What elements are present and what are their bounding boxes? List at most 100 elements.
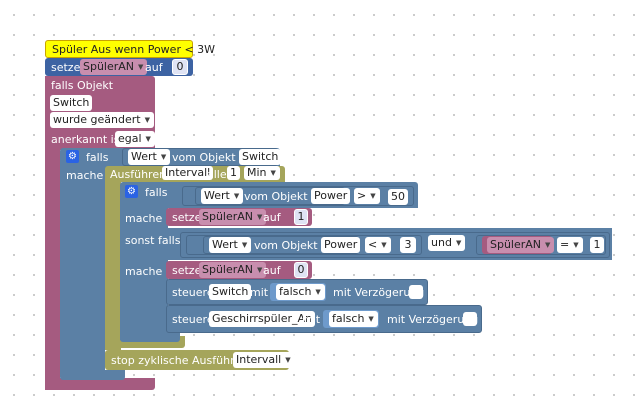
variable-dropdown[interactable]: SpülerAN▼ xyxy=(487,237,555,253)
falls-objekt-label: falls Objekt xyxy=(51,79,114,92)
trigger-block[interactable]: Spüler Aus wenn Power < 3W xyxy=(45,40,215,58)
variable-name: SpülerAN xyxy=(202,210,254,223)
value-field[interactable]: 0 xyxy=(294,262,308,278)
delay-label: mit Verzögerung xyxy=(387,313,479,326)
schedule-name[interactable]: Intervall xyxy=(162,166,214,180)
ack-label: anerkannt ist xyxy=(51,133,124,146)
object-id-field[interactable]: Power xyxy=(311,188,351,204)
on-change-body-spine xyxy=(45,150,60,390)
interval-unit-dropdown[interactable]: Min▼ xyxy=(244,166,280,180)
auf-label: auf xyxy=(263,211,281,224)
steuere-label: steuere xyxy=(172,286,214,299)
operator-dropdown[interactable]: >▼ xyxy=(354,188,380,204)
operator-dropdown[interactable]: =▼ xyxy=(557,237,583,253)
unit-value: Min xyxy=(247,166,267,179)
trigger-label: Spüler Aus wenn Power < 3W xyxy=(52,43,216,56)
variable-name: SpülerAN xyxy=(202,263,254,276)
setze-label: setze xyxy=(172,264,202,277)
on-change-footer xyxy=(45,378,155,390)
schedule-label: Ausführen xyxy=(110,168,167,181)
gear-icon[interactable]: ⚙ xyxy=(66,150,79,163)
logic-value: und xyxy=(431,236,452,249)
inner-if-mache-row xyxy=(120,208,168,228)
dropdown-arrow-icon: ▼ xyxy=(145,135,151,143)
outer-if-mache-row xyxy=(60,166,110,183)
inner-falls-label: falls xyxy=(145,186,168,199)
setze-label: setze xyxy=(51,61,81,74)
ack-value: egal xyxy=(118,132,142,145)
schedule-spine xyxy=(105,182,121,350)
dropdown-arrow-icon: ▼ xyxy=(315,288,321,296)
object-id-field[interactable]: Switch xyxy=(209,284,252,300)
checkbox-icon[interactable] xyxy=(409,285,423,299)
value-dropdown[interactable]: Wert▼ xyxy=(128,149,171,165)
boolean-dropdown[interactable]: falsch▼ xyxy=(276,284,325,300)
gear-icon[interactable]: ⚙ xyxy=(125,185,138,198)
operator-value: > xyxy=(357,189,367,202)
ack-dropdown[interactable]: egal▼ xyxy=(115,131,155,147)
dropdown-arrow-icon: ▼ xyxy=(160,153,167,161)
variable-name: SpülerAN xyxy=(83,60,135,73)
setze-label: setze xyxy=(172,211,202,224)
boolean-value: falsch xyxy=(279,285,312,298)
number-field[interactable]: 3 xyxy=(400,237,416,253)
operator-value: = xyxy=(560,238,570,251)
vom-objekt-label: vom Objekt ID xyxy=(254,239,333,252)
object-id-field[interactable]: Switch xyxy=(239,149,282,165)
number-field[interactable]: 1 xyxy=(590,237,604,253)
interval-count[interactable]: 1 xyxy=(227,166,240,180)
dropdown-arrow-icon: ▼ xyxy=(257,213,263,221)
dropdown-arrow-icon: ▼ xyxy=(381,241,387,249)
condition-value: wurde geändert xyxy=(53,113,141,126)
dropdown-arrow-icon: ▼ xyxy=(138,63,144,71)
value-field[interactable]: 1 xyxy=(294,209,308,225)
outer-if-footer xyxy=(60,370,125,380)
vom-objekt-label: vom Objekt ID xyxy=(244,190,323,203)
checkbox-icon[interactable] xyxy=(463,312,477,326)
inner-if-mache2-row xyxy=(120,260,168,340)
variable-name: SpülerAN xyxy=(490,238,542,251)
alle-label: alle xyxy=(207,168,227,181)
variable-dropdown[interactable]: SpülerAN▼ xyxy=(80,59,148,75)
dropdown-arrow-icon: ▼ xyxy=(285,356,291,364)
dropdown-arrow-icon: ▼ xyxy=(270,169,276,177)
value-field[interactable]: 0 xyxy=(172,59,188,75)
variable-dropdown[interactable]: SpülerAN▼ xyxy=(199,209,267,225)
outer-mache-label: mache xyxy=(66,169,104,182)
mit-label: mit xyxy=(302,313,321,326)
object-id-field[interactable]: Switch xyxy=(50,95,93,111)
operator-value: < xyxy=(368,238,378,251)
stop-label: stop zyklische Ausführung xyxy=(111,354,256,367)
auf-label: auf xyxy=(263,264,281,277)
dropdown-arrow-icon: ▼ xyxy=(545,241,551,249)
outer-if-spine xyxy=(60,183,105,373)
dropdown-arrow-icon: ▼ xyxy=(233,192,240,200)
value-dropdown[interactable]: Wert▼ xyxy=(209,237,252,253)
dropdown-arrow-icon: ▼ xyxy=(370,192,376,200)
auf-label: auf xyxy=(145,61,163,74)
object-id-field[interactable]: Geschirrspüler_An xyxy=(209,311,315,327)
vom-objekt-label: vom Objekt ID xyxy=(172,151,251,164)
condition-dropdown[interactable]: wurde geändert▼ xyxy=(50,112,154,128)
operator-dropdown[interactable]: <▼ xyxy=(365,237,391,253)
sonst-falls-label: sonst falls xyxy=(125,234,181,247)
value-type: Wert xyxy=(212,238,238,251)
logic-dropdown[interactable]: und▼ xyxy=(428,235,466,251)
variable-dropdown[interactable]: SpülerAN▼ xyxy=(199,262,267,278)
inner-mache2-label: mache xyxy=(125,265,163,278)
dropdown-arrow-icon: ▼ xyxy=(257,266,263,274)
number-field[interactable]: 50 xyxy=(388,189,408,205)
value-type: Wert xyxy=(131,150,157,163)
schedule-name: Intervall xyxy=(236,353,282,366)
dropdown-arrow-icon: ▼ xyxy=(573,241,579,249)
delay-label: mit Verzögerung xyxy=(333,286,425,299)
boolean-dropdown[interactable]: falsch▼ xyxy=(329,311,378,327)
object-id-field[interactable]: Power xyxy=(321,237,361,253)
mit-label: mit xyxy=(250,286,269,299)
schedule-name-dropdown[interactable]: Intervall▼ xyxy=(233,352,295,368)
value-dropdown[interactable]: Wert▼ xyxy=(201,188,244,204)
dropdown-arrow-icon: ▼ xyxy=(144,116,150,124)
value-type: Wert xyxy=(204,189,230,202)
dropdown-arrow-icon: ▼ xyxy=(368,315,374,323)
outer-falls-label: falls xyxy=(86,151,109,164)
